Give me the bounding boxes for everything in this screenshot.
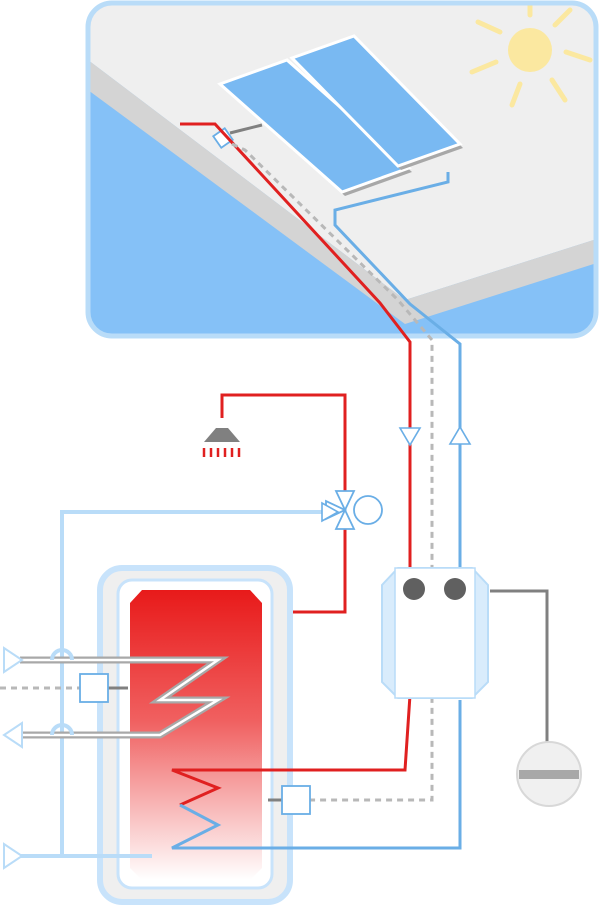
- roof-scene: [85, 0, 599, 339]
- pump-station-icon: [381, 567, 489, 699]
- arrow-right-icon: [3, 842, 24, 870]
- expansion-line: [490, 589, 549, 742]
- pump-indicator: [444, 578, 466, 600]
- cold-water-bypass-pipe: [60, 510, 325, 856]
- storage-tank: [0, 565, 462, 905]
- pump-indicator: [403, 578, 425, 600]
- sensor-icon: [281, 785, 311, 815]
- sensor-cable: [231, 142, 434, 802]
- arrow-left-icon: [2, 721, 23, 749]
- solar-collector-right: [289, 34, 463, 170]
- shower-icon: [202, 428, 241, 457]
- pipe-crossing: [50, 648, 74, 661]
- arrow-right-icon: [321, 501, 340, 523]
- flow-arrow-down: [398, 427, 422, 447]
- roof-edge: [88, 60, 596, 324]
- sensor-icon: [211, 126, 235, 150]
- solar-return-pipe: [333, 172, 462, 568]
- flow-arrow-up: [448, 425, 472, 445]
- solar-coil-cold: [171, 700, 462, 850]
- expansion-vessel-icon: [516, 741, 582, 807]
- shower-supply-pipe: [220, 393, 347, 498]
- sensor-icon: [79, 673, 109, 703]
- solar-flow-pipe: [180, 122, 412, 568]
- solar-collector-left: [217, 58, 412, 196]
- sun-icon: [469, 3, 593, 108]
- scene-border: [85, 0, 599, 339]
- pipe-crossing: [50, 723, 74, 736]
- arrow-right-icon: [3, 646, 24, 674]
